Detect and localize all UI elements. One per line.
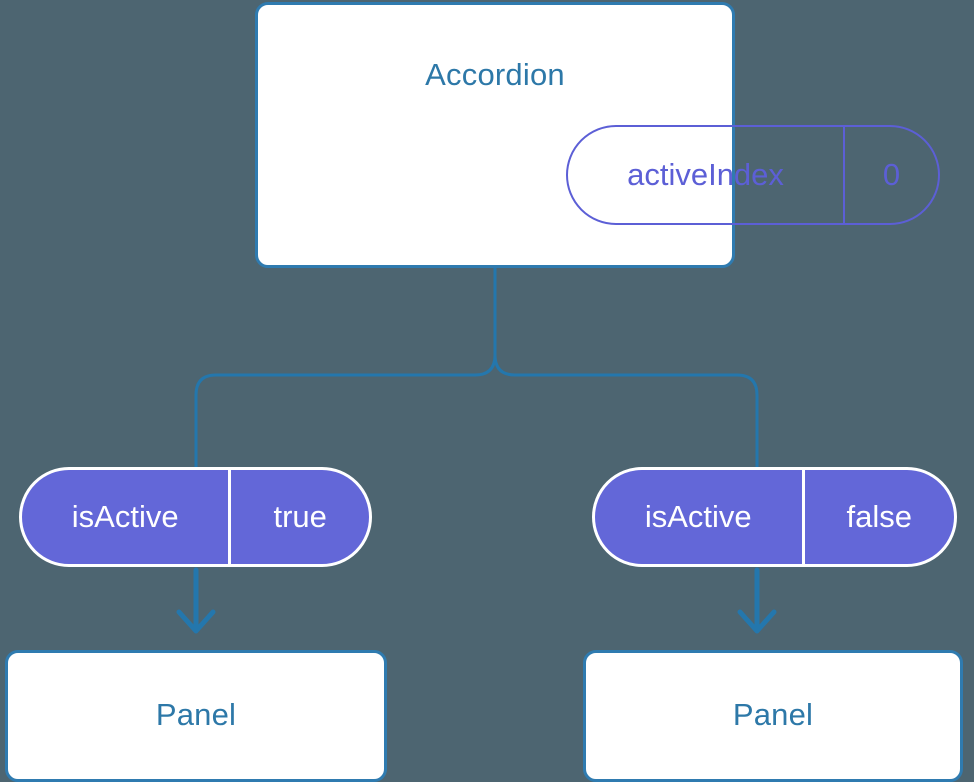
panel-node-right[interactable]: Panel — [583, 650, 963, 782]
prop-key-is-active-right: isActive — [595, 470, 805, 564]
prop-value-active-index: 0 — [882, 157, 901, 192]
panel-node-left-title: Panel — [155, 697, 237, 732]
prop-key-is-active-left: isActive — [22, 470, 232, 564]
tree-branch-connector — [194, 265, 497, 469]
prop-key-active-index: activeIndex — [568, 127, 846, 223]
panel-node-right-title: Panel — [732, 697, 814, 732]
accordion-node-title: Accordion — [425, 57, 565, 92]
prop-value-is-active-right: false — [846, 499, 912, 534]
accordion-node[interactable]: Accordion activeIndex 0 — [255, 2, 940, 268]
prop-pill-is-active-right[interactable]: isActive false — [592, 467, 957, 567]
prop-pill-is-active-left[interactable]: isActive true — [19, 467, 372, 567]
panel-node-left[interactable]: Panel — [5, 650, 387, 782]
prop-value-is-active-left: true — [273, 499, 327, 534]
tree-branch-connector-right — [493, 265, 759, 469]
prop-pill-active-index[interactable]: activeIndex 0 — [566, 125, 940, 225]
arrow-down-icon-right — [737, 567, 777, 634]
arrow-down-icon-left — [176, 567, 216, 634]
